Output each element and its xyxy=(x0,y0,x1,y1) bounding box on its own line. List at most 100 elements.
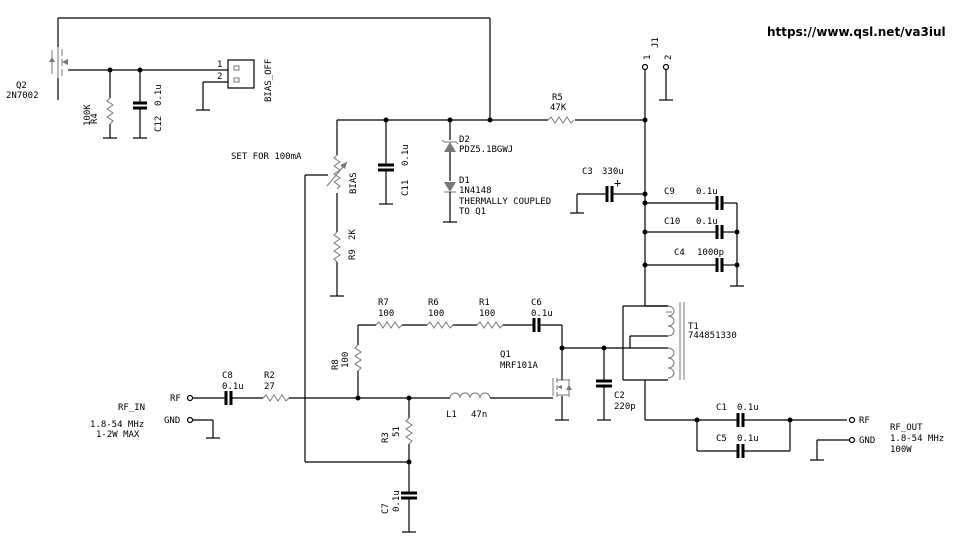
d1-value: 1N4148 xyxy=(459,186,492,196)
rf-out-label: RF_OUT xyxy=(890,423,923,433)
j1-pin2 xyxy=(662,63,670,71)
set-for-label: SET FOR 100mA xyxy=(231,152,302,162)
t1-value: 744851330 xyxy=(688,331,737,341)
r1-value: 100 xyxy=(479,309,495,319)
r9-resistor xyxy=(333,231,341,263)
rf-out-rf-label: RF xyxy=(859,416,870,426)
t1-ref: T1 xyxy=(688,322,699,332)
j1-pin1-label: 1 xyxy=(643,55,653,60)
l1-inductor xyxy=(449,392,491,399)
r1-resistor xyxy=(476,321,504,329)
r6-value: 100 xyxy=(428,309,444,319)
r2-resistor xyxy=(262,394,290,402)
c2-ref: C2 xyxy=(614,391,625,401)
rf-in-terminal xyxy=(186,394,194,402)
r9-value: 2K xyxy=(348,229,358,240)
r4-ref: R4 xyxy=(90,113,100,124)
c7-value: 0.1u xyxy=(392,490,402,512)
connector-pin2-label: 2 xyxy=(217,72,222,82)
d1-ref: D1 xyxy=(459,176,470,186)
c4-gnd-junction xyxy=(734,262,740,268)
d2-value: PDZ5.1BGWJ xyxy=(459,145,513,155)
j1-pin2-label: 2 xyxy=(664,55,674,60)
c1-value: 0.1u xyxy=(737,403,759,413)
rf-in-label: RF_IN xyxy=(118,403,145,413)
rf-in-rf-label: RF xyxy=(170,394,181,404)
connector-pin-1 xyxy=(233,65,240,71)
c1-ref: C1 xyxy=(716,403,727,413)
rf-out-gnd-terminal xyxy=(848,436,856,444)
c12-value: 0.1u xyxy=(154,84,164,106)
rf-in-gnd-terminal xyxy=(186,416,194,424)
q2-value: 2N7002 xyxy=(6,91,39,101)
r5-supply-junction xyxy=(642,117,648,123)
r6-resistor xyxy=(426,321,454,329)
c5-right-junction xyxy=(787,417,793,423)
c10-value: 0.1u xyxy=(696,217,718,227)
r3-resistor xyxy=(405,417,413,445)
rf-out-terminal xyxy=(848,416,856,424)
c10-junction xyxy=(642,229,648,235)
bias-off-connector xyxy=(227,59,255,89)
j1-ref: J1 xyxy=(651,37,661,48)
c9-value: 0.1u xyxy=(696,187,718,197)
d1-diode xyxy=(444,182,456,192)
c10-ref: C10 xyxy=(664,217,680,227)
rf-in-freq: 1.8-54 MHz xyxy=(90,420,144,430)
r5-value: 47K xyxy=(550,103,567,113)
rf-out-gnd-label: GND xyxy=(859,436,875,446)
website-url: https://www.qsl.net/va3iul xyxy=(767,25,946,39)
r5-ref: R5 xyxy=(552,93,563,103)
r3-ref: R3 xyxy=(381,432,391,443)
r6-ref: R6 xyxy=(428,298,439,308)
connector-pin-2 xyxy=(233,77,240,83)
c3-plus: + xyxy=(614,176,621,190)
r2-value: 27 xyxy=(264,382,275,392)
r7-ref: R7 xyxy=(378,298,389,308)
c3-ref: C3 xyxy=(582,167,593,177)
l1-ref: L1 xyxy=(446,410,457,420)
rf-out-power: 100W xyxy=(890,445,912,455)
c3-junction xyxy=(642,191,648,197)
r2-ref: R2 xyxy=(264,371,275,381)
d2-zener xyxy=(444,142,456,152)
r4-value: 100K xyxy=(83,104,93,126)
c12-ref: C12 xyxy=(154,116,164,132)
bias-potentiometer xyxy=(333,154,341,190)
r4-resistor xyxy=(106,97,114,125)
c6-ref: C6 xyxy=(531,298,542,308)
l1-value: 47n xyxy=(471,410,487,420)
r8-gate-junction xyxy=(355,395,361,401)
c7-ref: C7 xyxy=(381,503,391,514)
r5-resistor xyxy=(547,116,575,124)
r3-value: 51 xyxy=(392,426,402,437)
q2-mosfet-symbol xyxy=(49,47,68,78)
r7-resistor xyxy=(375,321,403,329)
r3-bias-junction xyxy=(406,459,412,465)
c5-left-junction xyxy=(694,417,700,423)
c4-junction xyxy=(642,262,648,268)
j1-pin1 xyxy=(641,63,649,71)
c8-ref: C8 xyxy=(222,371,233,381)
c8-value: 0.1u xyxy=(222,382,244,392)
r8-value: 100 xyxy=(341,352,351,368)
c2-value: 220p xyxy=(614,402,636,412)
c11-ref: C11 xyxy=(401,180,411,196)
connector-pin1-label: 1 xyxy=(217,60,222,70)
q2-bias-junction xyxy=(487,117,493,123)
c4-value: 1000p xyxy=(697,248,724,258)
drain-junction xyxy=(559,345,565,351)
d2-ref: D2 xyxy=(459,135,470,145)
t1-transformer xyxy=(666,302,685,380)
r1-ref: R1 xyxy=(479,298,490,308)
thermal-note-1: THERMALLY COUPLED xyxy=(459,197,551,207)
c4-ref: C4 xyxy=(674,248,685,258)
bias-pot-label: BIAS xyxy=(349,172,359,194)
c5-value: 0.1u xyxy=(737,434,759,444)
c6-value: 0.1u xyxy=(531,309,553,319)
r8-ref: R8 xyxy=(331,359,341,370)
r4-junction xyxy=(107,67,113,73)
q1-ref: Q1 xyxy=(500,350,511,360)
c11-value: 0.1u xyxy=(401,144,411,166)
